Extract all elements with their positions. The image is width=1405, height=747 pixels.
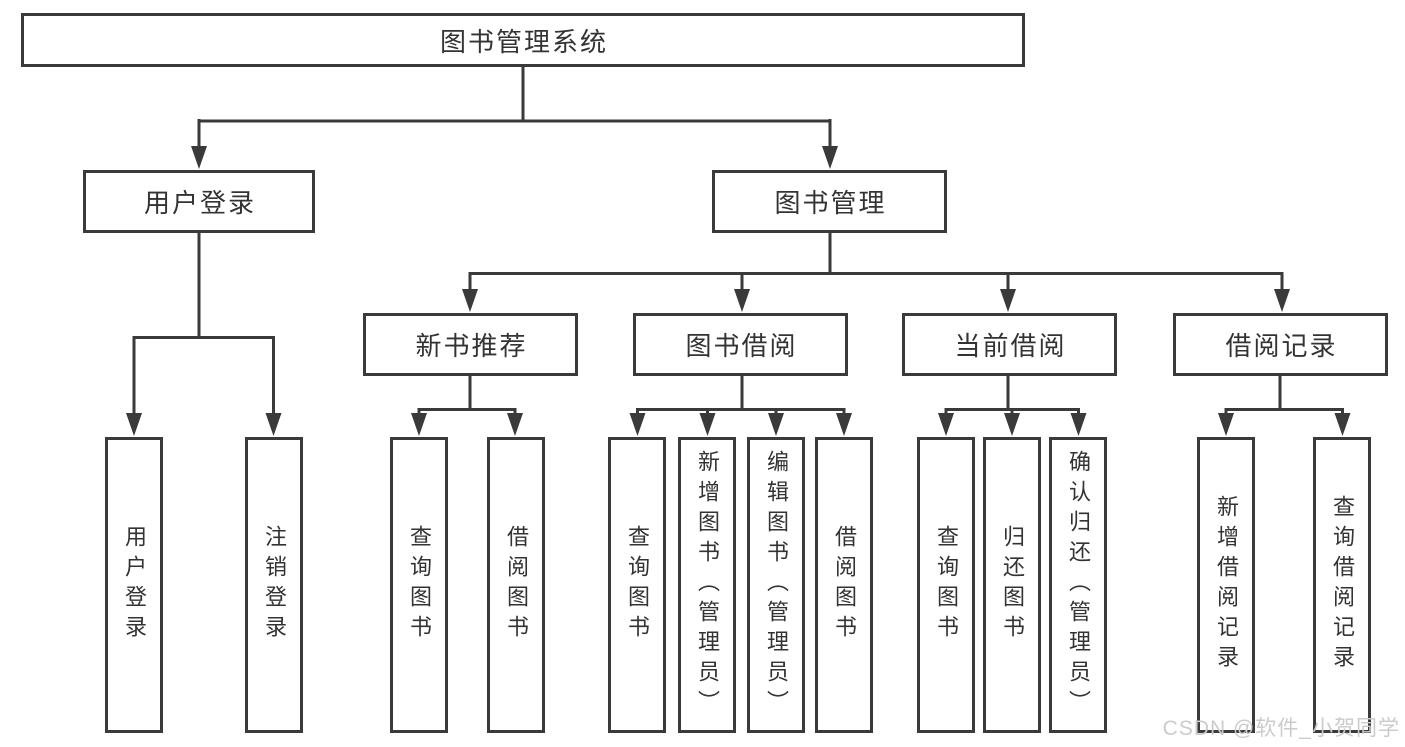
connector-new-book-recommend-to-leaves — [411, 375, 523, 436]
node-label: 借阅记录 — [1225, 331, 1338, 361]
connector-root-to-level2 — [191, 67, 838, 169]
arrowhead — [1274, 289, 1290, 312]
node-leaf-query-books: 查询图书 — [917, 437, 975, 733]
csdn-watermark: CSDN @软件_小贺同学 — [1162, 717, 1400, 740]
node-label: 新书推荐 — [415, 331, 528, 361]
node-label: 编辑图书（管理员） — [764, 450, 789, 720]
node-leaf-return-books: 归还图书 — [983, 437, 1041, 733]
arrowhead — [629, 413, 646, 436]
node-leaf-user-login: 用户登录 — [105, 437, 163, 733]
node-label: 新增借阅记录 — [1214, 495, 1239, 675]
node-label: 查询图书 — [407, 525, 432, 645]
arrowhead — [938, 413, 954, 436]
node-leaf-confirm-return-admin: 确认归还（管理员） — [1049, 437, 1107, 733]
node-label: 用户登录 — [122, 525, 147, 645]
node-label: 图书借阅 — [685, 331, 798, 361]
node-new-book-recommend: 新书推荐 — [363, 313, 578, 376]
arrowhead — [734, 289, 750, 312]
arrowhead — [411, 413, 427, 436]
connector-current-borrowing-to-leaves — [938, 375, 1087, 436]
node-current-borrowing: 当前借阅 — [902, 313, 1117, 376]
arrowhead — [507, 413, 523, 436]
node-leaf-query-borrow-record: 查询借阅记录 — [1313, 437, 1371, 733]
node-label: 注销登录 — [262, 525, 287, 645]
arrowhead — [1000, 289, 1016, 312]
node-leaf-borrow-books: 借阅图书 — [487, 437, 545, 733]
node-borrowing-records: 借阅记录 — [1173, 313, 1388, 376]
arrowhead — [836, 413, 852, 436]
arrowhead — [126, 413, 142, 436]
node-label: 新增图书（管理员） — [695, 450, 720, 720]
node-user-login: 用户登录 — [83, 170, 315, 233]
node-label: 查询图书 — [934, 525, 959, 645]
arrowhead — [265, 413, 282, 436]
arrowhead — [1004, 413, 1020, 436]
arrowhead — [1218, 413, 1234, 436]
node-leaf-edit-books-admin: 编辑图书（管理员） — [747, 437, 805, 733]
node-book-borrowing: 图书借阅 — [633, 313, 848, 376]
arrowhead — [191, 146, 207, 169]
connector-user-login-to-leaves — [126, 232, 282, 436]
node-leaf-borrow-books: 借阅图书 — [815, 437, 873, 733]
arrowhead — [1070, 413, 1087, 436]
arrowhead — [699, 413, 716, 436]
connector-book-management-to-level3 — [462, 232, 1290, 312]
node-label: 确认归还（管理员） — [1066, 450, 1091, 720]
connector-book-borrowing-to-leaves — [629, 375, 852, 436]
node-book-management: 图书管理 — [712, 170, 947, 233]
node-label: 查询图书 — [625, 525, 650, 645]
node-leaf-add-borrow-record: 新增借阅记录 — [1197, 437, 1255, 733]
arrowhead — [768, 413, 784, 436]
node-label: 用户登录 — [143, 188, 256, 218]
node-library-management-system: 图书管理系统 — [21, 13, 1025, 67]
node-label: 借阅图书 — [504, 525, 529, 645]
node-label: 当前借阅 — [954, 331, 1067, 361]
node-leaf-add-books-admin: 新增图书（管理员） — [678, 437, 736, 733]
connector-borrowing-records-to-leaves — [1218, 375, 1351, 436]
node-label: 图书管理系统 — [439, 26, 608, 57]
node-leaf-query-books: 查询图书 — [390, 437, 448, 733]
node-leaf-logout-login: 注销登录 — [245, 437, 303, 733]
arrowhead — [822, 146, 838, 169]
arrowhead — [1334, 413, 1351, 436]
arrowhead — [462, 289, 478, 312]
node-label: 查询借阅记录 — [1330, 495, 1355, 675]
node-label: 归还图书 — [1000, 525, 1025, 645]
node-leaf-query-books: 查询图书 — [608, 437, 666, 733]
node-label: 图书管理 — [774, 188, 887, 218]
node-label: 借阅图书 — [832, 525, 857, 645]
